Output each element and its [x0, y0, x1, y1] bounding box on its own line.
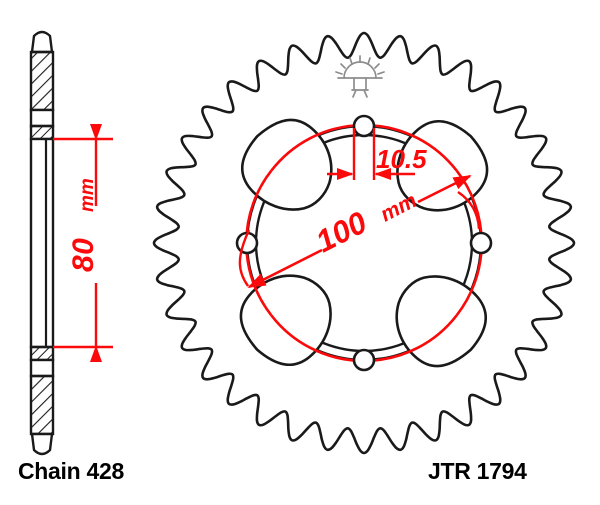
dimension-80mm: 80 mm	[53, 123, 113, 363]
sunrise-stamp	[335, 55, 385, 98]
spoke-cutout	[241, 118, 333, 211]
dimension-10-5-value: 10.5	[376, 144, 427, 174]
face-view: 10.5 100 mm	[152, 31, 576, 455]
section-gap-bottom	[29, 358, 55, 378]
stamp-stand-legs	[352, 89, 368, 98]
dim100-line-lower	[247, 248, 323, 289]
section-tooth-body-top	[29, 50, 55, 112]
chain-label: Chain 428	[18, 458, 124, 484]
sun-ray	[374, 63, 380, 69]
section-step-bottom	[29, 345, 55, 362]
sun-ray	[340, 63, 346, 69]
dim100-leader-left	[238, 229, 251, 287]
section-tooth-tip-bottom	[30, 432, 54, 456]
dimension-80mm-unit: mm	[77, 178, 98, 212]
dimension-80mm-value: 80	[67, 238, 100, 272]
spoke-cutout	[239, 274, 332, 366]
sprocket-teeth-outline	[152, 31, 576, 455]
dimension-10-5: 10.5	[327, 128, 427, 181]
dim100-line-upper	[417, 174, 472, 204]
dim100-leader-right	[457, 191, 481, 230]
sun-ray	[349, 57, 353, 65]
sun-ray	[335, 71, 343, 75]
bolt-hole-right	[469, 231, 493, 255]
section-step-top	[29, 124, 55, 141]
spoke-cutouts	[239, 118, 489, 368]
stamp-stand	[351, 77, 369, 91]
section-tooth-tip-top	[30, 30, 54, 54]
cross-section-view: 80 mm	[29, 30, 113, 456]
bolt-hole-bottom	[352, 348, 376, 372]
sun-ray	[367, 57, 371, 65]
section-gap-top	[29, 108, 55, 128]
part-number-label: JTR 1794	[428, 458, 527, 484]
bolt-hole-top	[352, 114, 376, 138]
section-web	[29, 137, 55, 349]
spoke-cutout	[395, 275, 487, 368]
section-tooth-body-bottom	[29, 374, 55, 436]
sun-ray	[377, 71, 385, 75]
